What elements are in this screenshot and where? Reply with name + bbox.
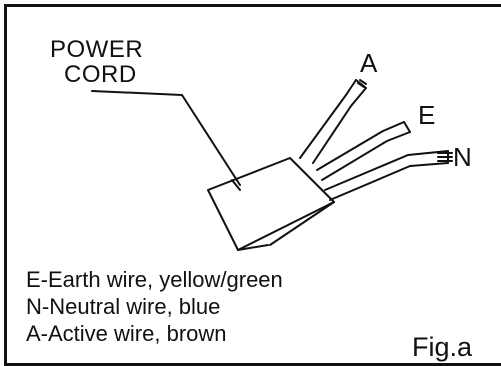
power-cord-label-line1: POWER	[50, 36, 144, 63]
cord-bottom-edge	[237, 244, 269, 251]
wire-legend: E-Earth wire, yellow/green N-Neutral wir…	[26, 266, 283, 347]
wire-e-tip	[403, 121, 411, 133]
cord-sheath	[207, 157, 335, 251]
cord-leader-line	[91, 90, 241, 186]
figure-label: Fig.a	[412, 332, 473, 362]
wire-a	[299, 79, 367, 164]
legend-item-neutral: N-Neutral wire, blue	[26, 294, 221, 319]
power-cord-label-line2: CORD	[64, 61, 137, 88]
legend-item-earth: E-Earth wire, yellow/green	[26, 267, 283, 292]
wire-a-tip	[355, 79, 367, 89]
cord-lower-line	[269, 201, 335, 246]
wire-a-label: A	[360, 48, 378, 78]
wire-n	[324, 150, 449, 201]
legend-item-active: A-Active wire, brown	[26, 321, 227, 346]
wire-e-label: E	[418, 100, 436, 130]
wire-e	[316, 121, 411, 181]
wire-n-label: N	[453, 142, 473, 172]
cord-tick	[231, 179, 241, 191]
wire-n-tip	[437, 150, 453, 164]
